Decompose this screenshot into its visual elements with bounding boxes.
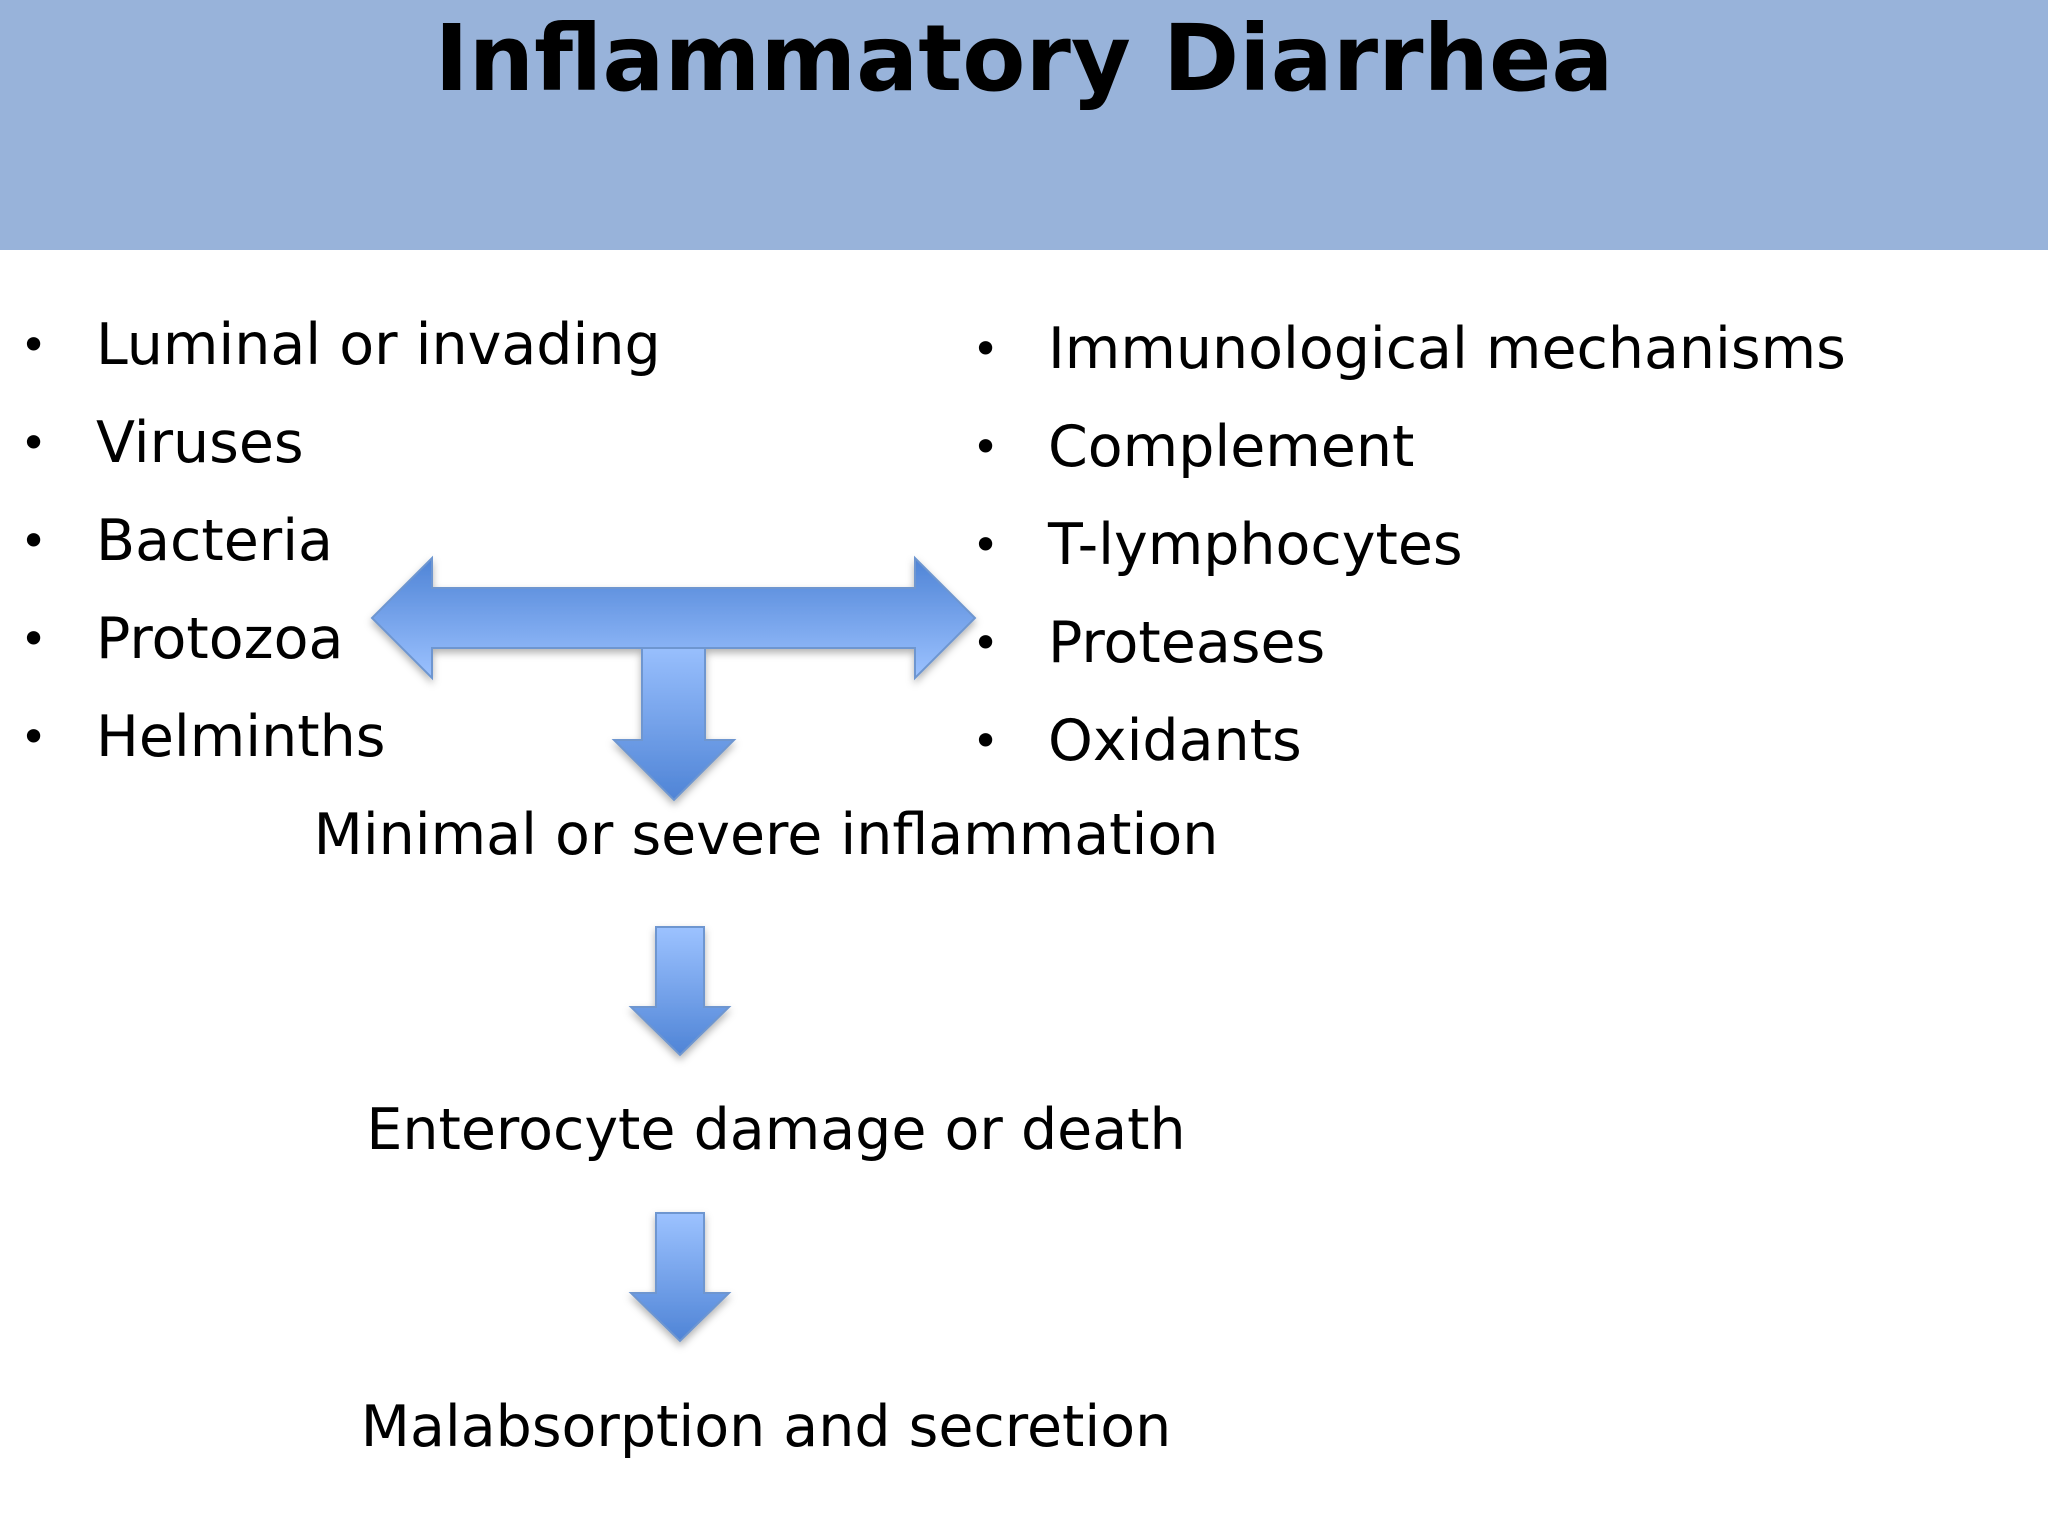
bullet-icon: •: [20, 416, 48, 470]
flow-step-malabsorption: Malabsorption and secretion: [360, 1394, 1172, 1460]
t-arrow-stem: [611, 639, 737, 802]
slide-title: Inflammatory Diarrhea: [434, 5, 1614, 112]
down-arrow-icon: [628, 1212, 732, 1343]
list-item-label: Helminths: [96, 704, 386, 770]
bullet-icon: •: [972, 714, 1000, 768]
list-item-label: Protozoa: [96, 606, 344, 672]
double-headed-t-arrow-icon: [370, 555, 977, 802]
bullet-icon: •: [20, 710, 48, 764]
bullet-icon: •: [20, 612, 48, 666]
bullet-icon: •: [20, 514, 48, 568]
list-item-label: Viruses: [96, 410, 304, 476]
bullet-icon: •: [972, 518, 1000, 572]
bullet-icon: •: [972, 616, 1000, 670]
bullet-icon: •: [972, 420, 1000, 474]
flow-step-enterocyte-damage: Enterocyte damage or death: [366, 1097, 1186, 1163]
list-item-label: Complement: [1048, 414, 1415, 480]
bullet-icon: •: [972, 322, 1000, 376]
t-arrow-bar: [370, 555, 977, 681]
flow-step-inflammation: Minimal or severe inflammation: [313, 802, 1219, 868]
list-item-label: Oxidants: [1048, 708, 1302, 774]
list-item-label: Proteases: [1048, 610, 1326, 676]
bullet-icon: •: [20, 318, 48, 372]
down-arrow-icon: [628, 926, 732, 1057]
list-item-label: T-lymphocytes: [1048, 512, 1463, 578]
list-item-label: Bacteria: [96, 508, 333, 574]
list-item-label: Luminal or invading: [96, 312, 661, 378]
list-item-label: Immunological mechanisms: [1048, 316, 1846, 382]
title-bar: [0, 0, 2048, 250]
